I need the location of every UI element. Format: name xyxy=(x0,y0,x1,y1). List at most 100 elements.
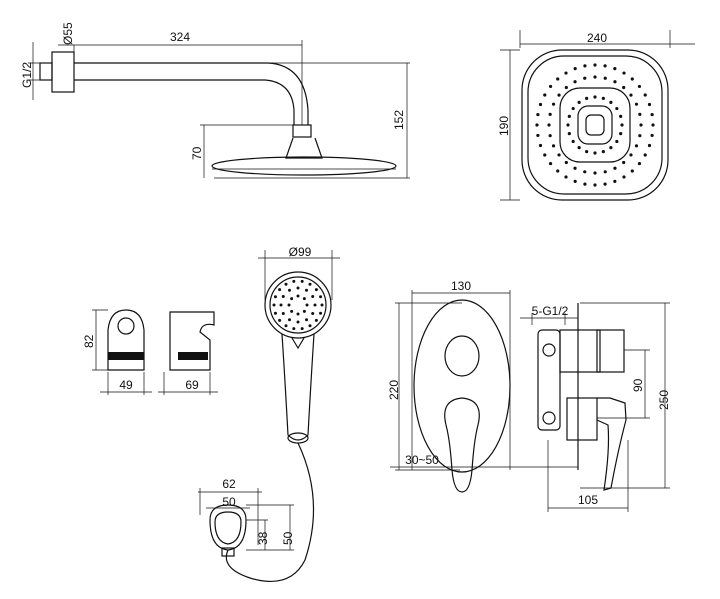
nozzle-dot xyxy=(567,132,571,136)
nozzle-dot xyxy=(279,303,283,307)
nozzle-dot xyxy=(272,303,276,307)
nozzle-dot xyxy=(543,153,547,157)
nozzle-dot xyxy=(613,166,617,170)
nozzle-dot xyxy=(281,295,285,298)
nozzle-dot xyxy=(634,144,639,148)
nozzle-dot xyxy=(613,80,617,84)
nozzle-dot xyxy=(613,179,617,183)
valve-depth-label: 105 xyxy=(578,493,598,507)
nozzle-dot xyxy=(567,114,571,118)
nozzle-dot xyxy=(319,295,323,299)
nozzle-dot xyxy=(314,288,318,292)
nozzle-dot xyxy=(585,96,589,100)
nozzle-dot xyxy=(288,288,291,292)
holder-outer-height-label: 50 xyxy=(281,531,295,545)
nozzle-dot xyxy=(290,297,294,301)
nozzle-dot xyxy=(622,85,626,90)
nozzle-dot xyxy=(615,139,619,144)
mixer-valve-front: 130 220 xyxy=(387,279,511,493)
nozzle-dot xyxy=(278,318,282,322)
nozzle-dot xyxy=(547,123,551,127)
nozzle-dot xyxy=(583,64,587,68)
nozzle-dot xyxy=(320,303,324,307)
head-width-label: 240 xyxy=(587,31,607,45)
nozzle-dot xyxy=(292,279,296,283)
nozzle-dot xyxy=(647,102,652,107)
head-height-label: 70 xyxy=(190,146,204,160)
nozzle-dot xyxy=(313,303,317,307)
nozzle-dot xyxy=(538,143,543,148)
nozzle-dot xyxy=(622,160,626,165)
nozzle-dot xyxy=(603,76,607,80)
nozzle-dot xyxy=(273,295,277,299)
nozzle-dot xyxy=(593,75,597,79)
nozzle-dot xyxy=(305,303,309,307)
nozzle-dot xyxy=(573,179,577,183)
nozzle-dot xyxy=(613,67,617,71)
mixer-valve-side: 5-G1/2 90 250 30~50 105 xyxy=(390,302,671,512)
holder-inner-width-label: 50 xyxy=(222,495,236,509)
nozzle-dot xyxy=(593,63,597,67)
nozzle-dot xyxy=(548,112,552,116)
nozzle-dot xyxy=(639,123,643,127)
nozzle-dot xyxy=(290,309,294,313)
nozzle-dot xyxy=(634,102,639,106)
wall-depth-label: 30~50 xyxy=(405,453,439,467)
outlet-thread-label: 5-G1/2 xyxy=(532,304,569,318)
nozzle-dot xyxy=(543,93,547,97)
nozzle-dot xyxy=(573,166,577,170)
nozzle-dot xyxy=(583,76,587,80)
nozzle-dot xyxy=(564,85,568,90)
plate-height-label: 220 xyxy=(387,380,401,400)
nozzle-dot xyxy=(564,160,568,165)
nozzle-dot xyxy=(314,318,318,322)
nozzle-dot xyxy=(619,114,623,118)
nozzle-dot xyxy=(288,318,291,322)
nozzle-dot xyxy=(577,100,581,104)
nozzle-dot xyxy=(308,324,312,328)
nozzle-dot xyxy=(556,77,560,81)
nozzle-dot xyxy=(585,150,589,154)
hand-shower: Ø99 xyxy=(225,245,340,582)
nozzle-dot xyxy=(564,71,568,75)
nozzle-dot xyxy=(273,311,277,315)
nozzle-dot xyxy=(573,67,577,71)
nozzle-dot xyxy=(557,93,561,97)
nozzle-dot xyxy=(566,123,570,127)
nozzle-dot xyxy=(302,309,306,313)
nozzle-dot xyxy=(571,139,575,144)
bracket-height-label: 82 xyxy=(82,334,96,348)
nozzle-dot xyxy=(622,71,626,75)
hand-shower-diameter-label: Ø99 xyxy=(289,245,312,259)
shower-head-top-view: 240 190 xyxy=(497,30,695,201)
nozzle-dot xyxy=(535,123,539,127)
nozzle-dot xyxy=(536,133,540,138)
nozzle-dot xyxy=(637,84,642,89)
nozzle-dot xyxy=(637,161,642,166)
nozzle-dot xyxy=(296,286,300,290)
nozzle-dot xyxy=(538,102,543,107)
nozzle-dot xyxy=(638,134,642,138)
arm-length-label: 324 xyxy=(170,30,190,44)
head-depth-label: 190 xyxy=(497,116,511,136)
nozzle-dot xyxy=(619,132,623,136)
nozzle-dot xyxy=(573,80,577,84)
holder-outer-width-label: 62 xyxy=(222,477,236,491)
nozzle-dot xyxy=(548,161,553,166)
nozzle-dot xyxy=(609,146,613,150)
nozzle-dot xyxy=(296,312,300,316)
nozzle-dot xyxy=(630,169,634,173)
flange-diameter-label: Ø55 xyxy=(61,22,75,45)
nozzle-dot xyxy=(551,144,556,148)
nozzle-dot xyxy=(296,294,300,298)
bracket-width-b-label: 69 xyxy=(185,378,199,392)
nozzle-dot xyxy=(536,112,540,117)
nozzle-dot xyxy=(620,123,624,127)
nozzle-dot xyxy=(284,324,288,328)
nozzle-dot xyxy=(650,112,654,117)
total-height-label: 152 xyxy=(392,110,406,130)
nozzle-dot xyxy=(629,93,633,97)
nozzle-dot xyxy=(650,133,654,138)
nozzle-dot xyxy=(593,171,597,175)
